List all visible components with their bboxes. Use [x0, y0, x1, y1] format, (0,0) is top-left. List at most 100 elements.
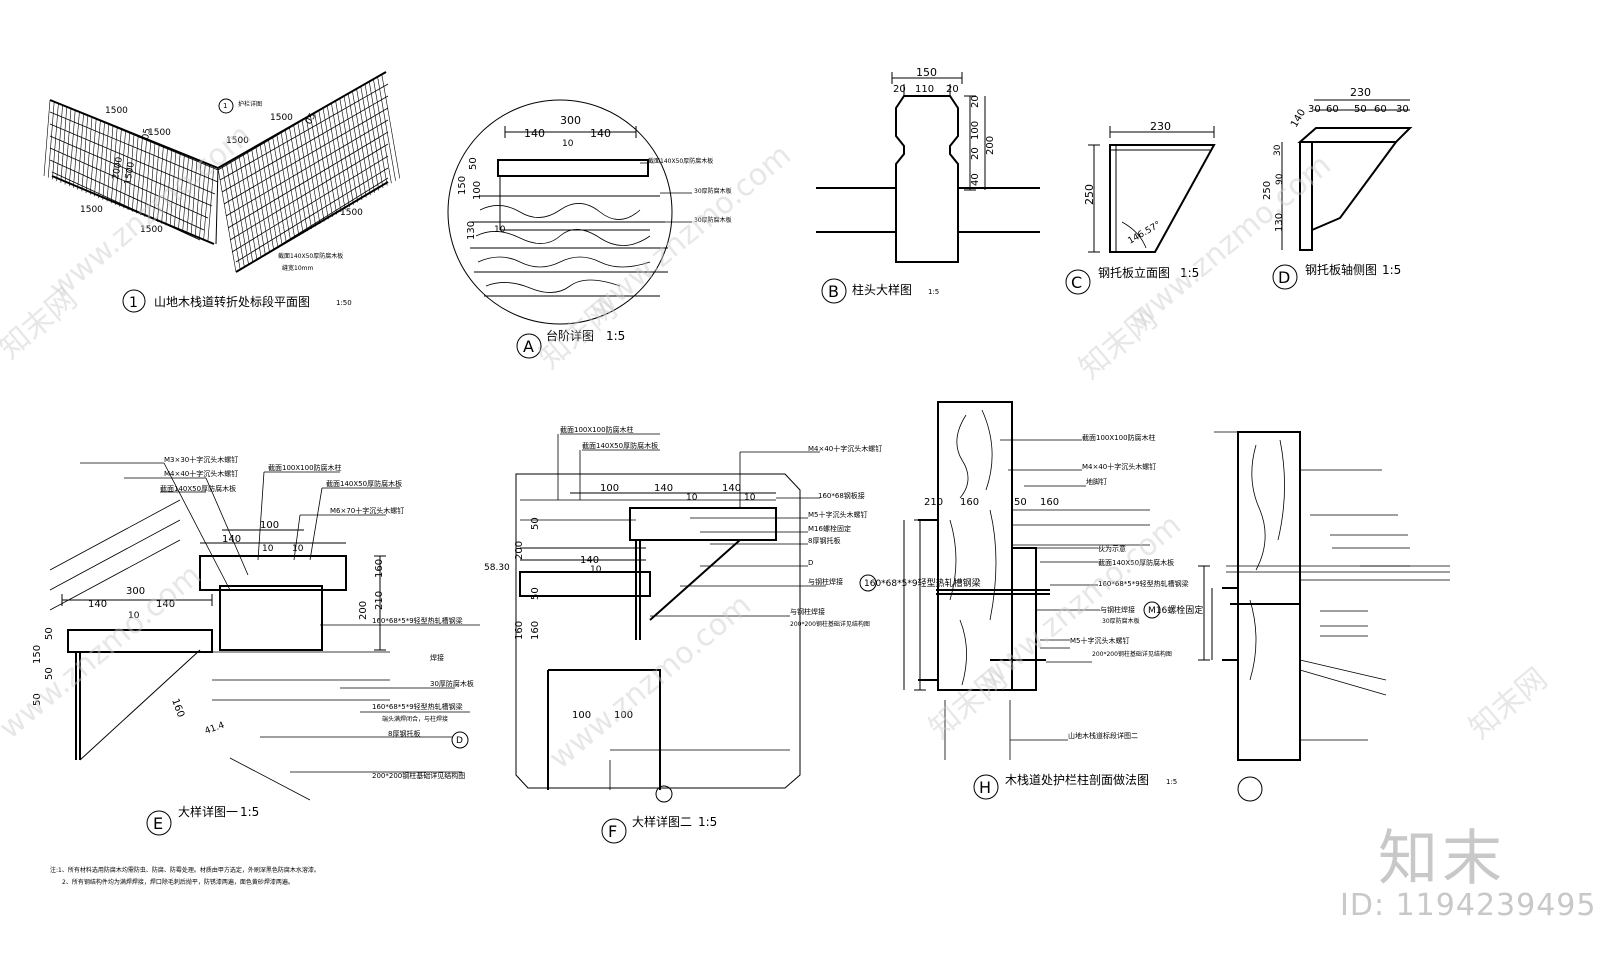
plan-board-line — [255, 146, 275, 251]
detail-label: F — [608, 822, 617, 841]
dim: 41.4 — [204, 720, 227, 736]
plan-board-line — [377, 76, 396, 181]
plan-board-line — [194, 161, 202, 238]
note: 200*200钢柱基础详见结构图 — [790, 620, 870, 628]
plan-board-line — [280, 131, 300, 237]
plan-board-line — [47, 101, 55, 178]
dim: 10 — [590, 565, 602, 575]
dim: 140 — [590, 127, 611, 140]
plan-board-line — [293, 124, 312, 229]
dim: 20 — [970, 147, 981, 160]
note: 伙为示意 — [1098, 544, 1126, 553]
section-marker — [859, 574, 877, 592]
plan-board-line — [207, 166, 215, 243]
section-marker — [655, 785, 673, 803]
note: 30厚防腐木板 — [430, 679, 474, 688]
plan-board-line — [140, 139, 147, 216]
watermark-site: www.znzmo.com — [583, 138, 798, 327]
note: M4×40十字沉头木螺钉 — [808, 444, 882, 453]
detail-title: 钢托板立面图 — [1098, 265, 1170, 280]
plan-board-line — [310, 115, 329, 220]
dim: 160 — [960, 497, 979, 508]
dim: 50 — [44, 667, 55, 680]
note: M4×40十字沉头木螺钉 — [1082, 462, 1156, 471]
dim: 140 — [1289, 107, 1308, 129]
watermark-brand: 知末网 — [1463, 661, 1554, 746]
plan-board-line — [335, 100, 354, 205]
note: 截面140X50厚防腐木板 — [582, 441, 658, 450]
section-marker — [451, 731, 469, 749]
note-board: 30厚防腐木板 — [694, 187, 732, 195]
plan-board-line — [119, 130, 126, 207]
dim: 160 — [169, 697, 186, 719]
dim: 10 — [686, 493, 698, 503]
note: 8厚钢托板 — [808, 536, 840, 545]
watermark-logo: 知末 — [1378, 824, 1506, 894]
plan-board-line — [77, 113, 84, 190]
note: 地脚钉 — [1086, 477, 1107, 486]
plan-board-line — [203, 164, 210, 241]
plan-board-line — [115, 128, 122, 205]
dim: 2000 — [111, 156, 125, 181]
detail-label-circle — [1272, 264, 1298, 290]
section-marker — [218, 98, 234, 114]
note: 截面140X50厚防腐木板 — [1098, 558, 1174, 567]
watermarks: 知末网 www.znzmo.com 知末网 www.znzmo.com 知末网 … — [0, 118, 1554, 777]
dim: 05 — [141, 128, 153, 141]
dim: 140 — [88, 599, 107, 610]
plan-board-line — [85, 116, 93, 194]
plan-board-line — [318, 110, 338, 215]
plan-board-line — [217, 167, 237, 273]
plan-board-line — [157, 145, 164, 222]
detail-label: D — [1278, 268, 1290, 287]
dim: 110 — [915, 84, 934, 95]
plan-board-line — [81, 115, 89, 192]
note: 截面140X50厚防腐木板 — [326, 479, 402, 488]
dim: 10 — [262, 544, 274, 554]
dim: 250 — [1083, 184, 1096, 205]
detail-label-circle — [821, 278, 847, 304]
dim: 10 — [292, 544, 304, 554]
dim: 200 — [514, 541, 525, 560]
plan-board-line — [368, 81, 388, 186]
plan-board-line — [161, 147, 168, 224]
dim: 210 — [924, 497, 943, 508]
detail-title: 大样详图二 — [632, 814, 692, 829]
plan-board-line — [190, 159, 198, 236]
dim: 160 — [514, 621, 525, 640]
dim: 50 — [32, 693, 43, 706]
note: D — [808, 559, 813, 567]
note-line-2: 2、所有钢结构件均为满焊焊接，焊口除毛刺后抛平，防锈漆两遍，面色黄砂焊漆两遍。 — [62, 878, 294, 886]
detail-scale: 1:5 — [1166, 778, 1177, 786]
dim: 140 — [222, 534, 241, 545]
plan-board-line — [52, 103, 59, 180]
plan-board-line — [343, 95, 363, 201]
note: 焊接 — [430, 653, 444, 662]
plan-board-line — [331, 103, 350, 208]
dim: 150 — [916, 66, 937, 79]
note: 200*200钢柱基础详见结构图 — [372, 771, 465, 780]
watermark-site: www.znzmo.com — [1123, 148, 1338, 337]
dim: 40 — [970, 173, 981, 186]
note-railing: 护栏详图 — [238, 100, 262, 108]
detail-A-step: 300 140 140 10 50 150 100 130 10 截面140X5… — [447, 99, 732, 359]
dim: 250 — [1262, 181, 1273, 200]
dim: 140 — [580, 555, 599, 566]
plan-board-line — [127, 133, 135, 211]
plan-board-line — [352, 91, 371, 196]
plan-board-line — [56, 105, 63, 182]
dim: 50 — [44, 627, 55, 640]
dim: 60 — [1326, 104, 1339, 115]
detail-H-section — [1198, 431, 1450, 802]
dim: 10 — [494, 225, 506, 235]
plan-board-line — [276, 134, 296, 239]
plan-board-line — [182, 156, 189, 233]
detail-bubble — [447, 99, 673, 325]
detail-label-circle — [516, 333, 542, 359]
plan-board-line — [123, 132, 131, 209]
detail-F-section: 100 140 140 10 10 58.30 200 50 140 10 16… — [484, 425, 981, 844]
detail-title: 木栈道处护栏柱剖面做法图 — [1005, 772, 1149, 787]
dim: 05 — [304, 112, 318, 127]
dim: 100 — [600, 483, 619, 494]
plan-board-line — [251, 148, 270, 253]
